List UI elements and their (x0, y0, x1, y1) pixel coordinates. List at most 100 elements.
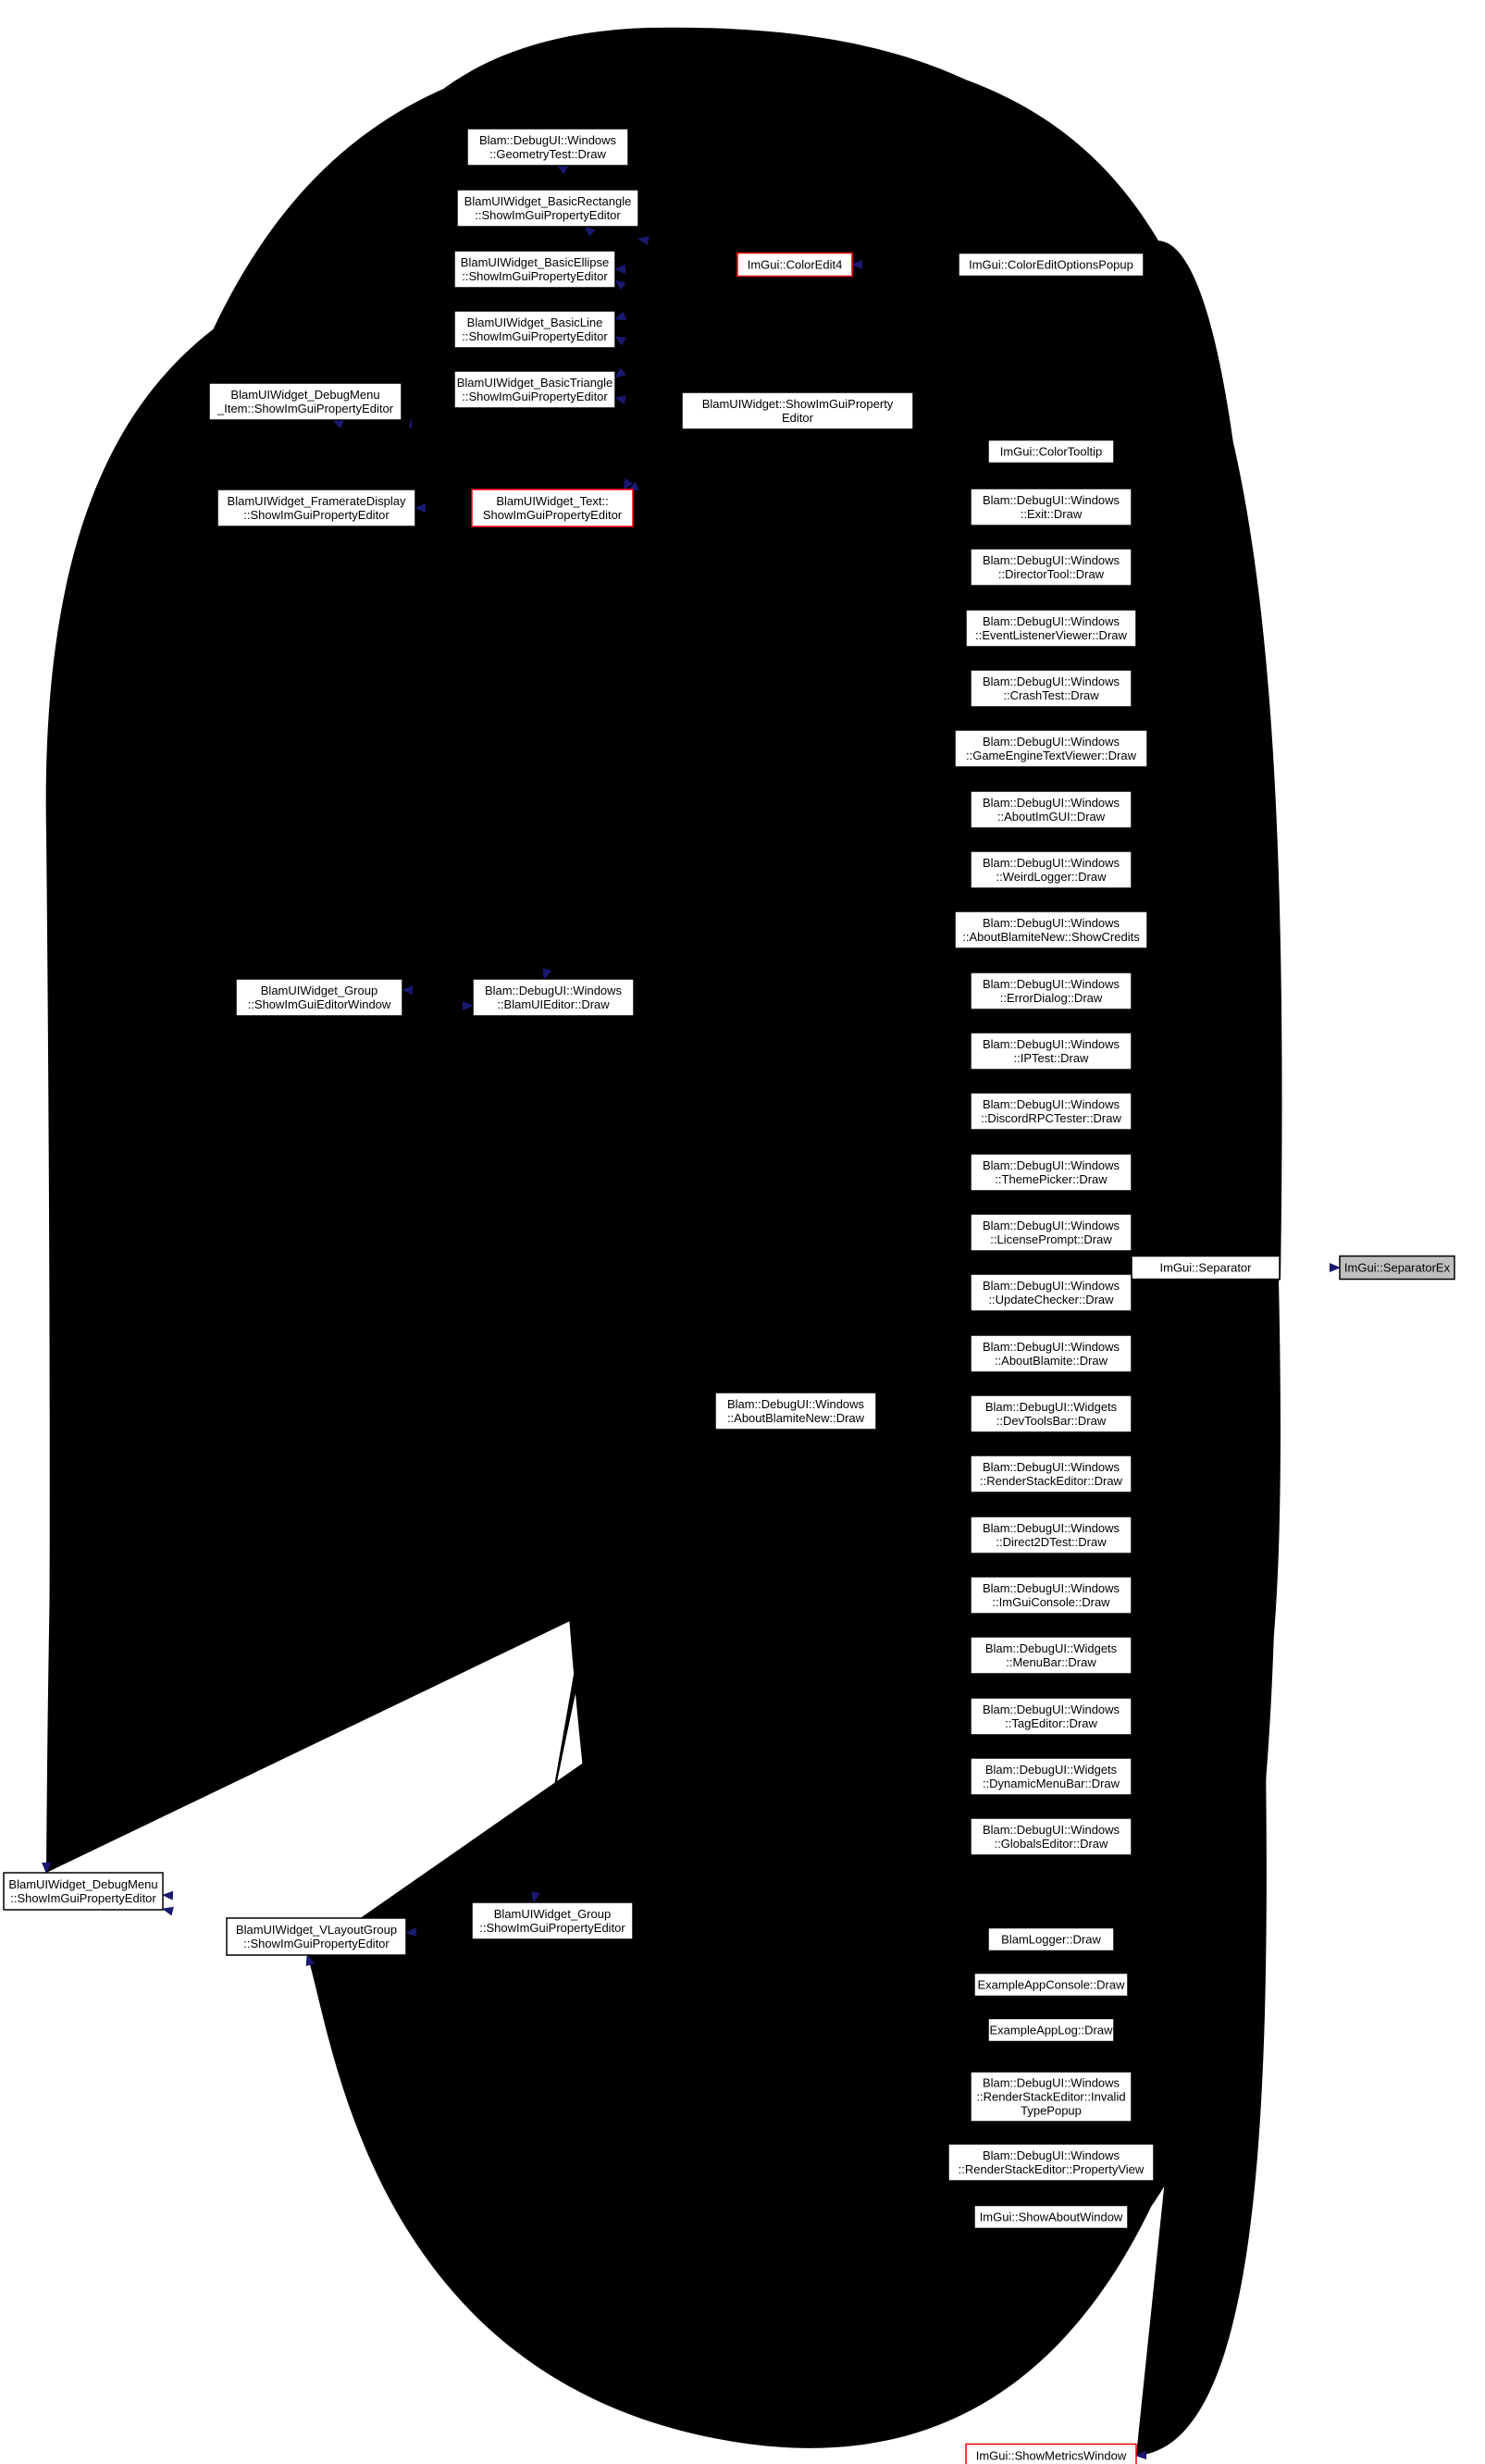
node-label: BlamUIWidget_DebugMenu (8, 1877, 157, 1891)
node-label: ::Exit::Draw (1021, 507, 1083, 521)
node-label: ImGui::SeparatorEx (1344, 1261, 1451, 1275)
edge-widgetprop-to-groupprop (530, 429, 791, 1903)
node-debugmenu[interactable]: BlamUIWidget_DebugMenu::ShowImGuiPropert… (3, 1872, 164, 1911)
node-label: ::AboutBlamiteNew::ShowCredits (962, 930, 1140, 944)
node-iptest[interactable]: Blam::DebugUI::Windows::IPTest::Draw (970, 1032, 1132, 1071)
node-coloreditopts[interactable]: ImGui::ColorEditOptionsPopup (958, 252, 1145, 278)
node-box (970, 1334, 1132, 1373)
node-label: ::RenderStackEditor::Draw (980, 1474, 1123, 1488)
node-globals[interactable]: Blam::DebugUI::Windows::GlobalsEditor::D… (970, 1817, 1132, 1856)
node-box (987, 1926, 1115, 1952)
node-widgetprop[interactable]: BlamUIWidget::ShowImGuiPropertyEditor (681, 391, 914, 430)
node-discord[interactable]: Blam::DebugUI::Windows::DiscordRPCTester… (970, 1092, 1132, 1131)
node-director[interactable]: Blam::DebugUI::Windows::DirectorTool::Dr… (970, 548, 1132, 587)
edge-groupprop-to-debugmenu (162, 1890, 472, 1913)
node-label: Blam::DebugUI::Windows (983, 796, 1120, 810)
node-propertyview[interactable]: Blam::DebugUI::Windows::RenderStackEdito… (947, 2143, 1155, 2182)
node-textprop[interactable]: BlamUIWidget_Text::ShowImGuiPropertyEdit… (471, 489, 634, 527)
node-box (970, 548, 1132, 587)
node-box (466, 128, 629, 167)
node-label: BlamUIWidget_FramerateDisplay (228, 494, 406, 508)
node-target[interactable]: ImGui::SeparatorEx (1339, 1255, 1455, 1281)
node-label: Blam::DebugUI::Windows (727, 1397, 865, 1411)
node-label: Blam::DebugUI::Windows (983, 977, 1120, 991)
node-showcredits[interactable]: Blam::DebugUI::Windows::AboutBlamiteNew:… (954, 910, 1148, 949)
node-blamlogger[interactable]: BlamLogger::Draw (987, 1926, 1115, 1952)
node-appconsole[interactable]: ExampleAppConsole::Draw (973, 1972, 1129, 1998)
node-separator[interactable]: ImGui::Separator (1131, 1255, 1281, 1281)
node-label: ::AboutImGUI::Draw (997, 810, 1106, 823)
node-label: ::ShowImGuiPropertyEditor (243, 508, 390, 522)
edge-basicrect-to-debugmenu (42, 231, 458, 1874)
node-label: ::TagEditor::Draw (1005, 1716, 1097, 1730)
node-basicline[interactable]: BlamUIWidget_BasicLine::ShowImGuiPropert… (453, 310, 616, 349)
node-metrics[interactable]: ImGui::ShowMetricsWindow (965, 2443, 1137, 2464)
node-box (471, 489, 634, 527)
node-errordialog[interactable]: Blam::DebugUI::Windows::ErrorDialog::Dra… (970, 972, 1132, 1010)
node-label: ::DiscordRPCTester::Draw (981, 1111, 1121, 1125)
node-updatechecker[interactable]: Blam::DebugUI::Windows::UpdateChecker::D… (970, 1273, 1132, 1312)
node-box (987, 439, 1115, 464)
node-aboutblamite[interactable]: Blam::DebugUI::Windows::AboutBlamite::Dr… (970, 1334, 1132, 1373)
node-basicellipse[interactable]: BlamUIWidget_BasicEllipse::ShowImGuiProp… (453, 250, 616, 289)
node-themepicker[interactable]: Blam::DebugUI::Windows::ThemePicker::Dra… (970, 1153, 1132, 1192)
node-direct2d[interactable]: Blam::DebugUI::Windows::Direct2DTest::Dr… (970, 1516, 1132, 1554)
node-label: BlamUIWidget_VLayoutGroup (236, 1923, 397, 1937)
node-label: ExampleAppConsole::Draw (978, 1978, 1126, 1992)
node-label: ::DirectorTool::Draw (998, 567, 1105, 581)
node-aboutimgui[interactable]: Blam::DebugUI::Windows::AboutImGUI::Draw (970, 790, 1132, 829)
node-label: ::RenderStackEditor::Invalid (976, 2090, 1125, 2104)
node-weirdlogger[interactable]: Blam::DebugUI::Windows::WeirdLogger::Dra… (970, 850, 1132, 889)
node-box (208, 382, 402, 421)
node-geometry[interactable]: Blam::DebugUI::Windows::GeometryTest::Dr… (466, 128, 629, 167)
node-colortooltip[interactable]: ImGui::ColorTooltip (987, 439, 1115, 464)
node-uieditor[interactable]: Blam::DebugUI::Windows::BlamUIEditor::Dr… (472, 978, 635, 1017)
node-label: Blam::DebugUI::Windows (983, 553, 1120, 567)
node-renderstack[interactable]: Blam::DebugUI::Windows::RenderStackEdito… (970, 1455, 1132, 1493)
node-label: ::ImGuiConsole::Draw (992, 1595, 1110, 1609)
node-label: BlamUIWidget_Group (261, 984, 377, 997)
node-imguiconsole[interactable]: Blam::DebugUI::Windows::ImGuiConsole::Dr… (970, 1576, 1132, 1615)
node-label: ::GameEngineTextViewer::Draw (966, 749, 1137, 762)
node-groupprop[interactable]: BlamUIWidget_Group::ShowImGuiPropertyEdi… (471, 1901, 634, 1940)
node-invalidtype[interactable]: Blam::DebugUI::Windows::RenderStackEdito… (970, 2071, 1132, 2123)
node-label: ImGui::ColorTooltip (1000, 445, 1103, 459)
node-label: Blam::DebugUI::Windows (983, 1521, 1120, 1535)
node-box (970, 790, 1132, 829)
node-aboutnew[interactable]: Blam::DebugUI::Windows::AboutBlamiteNew:… (714, 1392, 877, 1430)
node-box (472, 978, 635, 1017)
node-vlayout[interactable]: BlamUIWidget_VLayoutGroup::ShowImGuiProp… (226, 1917, 407, 1956)
node-box (471, 1901, 634, 1940)
node-label: Blam::DebugUI::Windows (983, 2148, 1120, 2162)
node-crashtest[interactable]: Blam::DebugUI::Windows::CrashTest::Draw (970, 669, 1132, 708)
node-license[interactable]: Blam::DebugUI::Windows::LicensePrompt::D… (970, 1213, 1132, 1252)
node-box (453, 310, 616, 349)
node-label: BlamUIWidget_BasicEllipse (461, 255, 609, 269)
node-box (970, 1394, 1132, 1433)
node-applog[interactable]: ExampleAppLog::Draw (987, 2017, 1115, 2043)
node-framerate[interactable]: BlamUIWidget_FramerateDisplay::ShowImGui… (217, 489, 416, 527)
node-basictriangle[interactable]: BlamUIWidget_BasicTriangle::ShowImGuiPro… (453, 370, 616, 409)
node-tageditor[interactable]: Blam::DebugUI::Windows::TagEditor::Draw (970, 1697, 1132, 1736)
node-eventlistener[interactable]: Blam::DebugUI::Windows::EventListenerVie… (965, 609, 1137, 648)
node-gameengine[interactable]: Blam::DebugUI::Windows::GameEngineTextVi… (954, 729, 1148, 768)
node-aboutwindow[interactable]: ImGui::ShowAboutWindow (973, 2204, 1129, 2230)
node-label: ::CrashTest::Draw (1003, 688, 1099, 702)
node-menubar[interactable]: Blam::DebugUI::Widgets::MenuBar::Draw (970, 1636, 1132, 1675)
node-label: Blam::DebugUI::Windows (983, 856, 1120, 870)
node-groupeditor[interactable]: BlamUIWidget_Group::ShowImGuiEditorWindo… (235, 978, 403, 1017)
node-label: Blam::DebugUI::Widgets (985, 1641, 1118, 1655)
node-label: ::WeirdLogger::Draw (996, 870, 1108, 884)
node-dynmenubar[interactable]: Blam::DebugUI::Widgets::DynamicMenuBar::… (970, 1757, 1132, 1796)
node-coloredit4[interactable]: ImGui::ColorEdit4 (736, 252, 853, 278)
nodes: ImGui::SeparatorExImGui::SeparatorBlam::… (3, 128, 1455, 2464)
node-devtools[interactable]: Blam::DebugUI::Widgets::DevToolsBar::Dra… (970, 1394, 1132, 1433)
node-box (973, 2204, 1129, 2230)
node-debugmenuitem[interactable]: BlamUIWidget_DebugMenu_Item::ShowImGuiPr… (208, 382, 402, 421)
node-box (217, 489, 416, 527)
node-label: ::ShowImGuiPropertyEditor (462, 390, 608, 403)
node-basicrect[interactable]: BlamUIWidget_BasicRectangle::ShowImGuiPr… (456, 189, 639, 228)
node-exit[interactable]: Blam::DebugUI::Windows::Exit::Draw (970, 488, 1132, 526)
node-box (970, 1153, 1132, 1192)
